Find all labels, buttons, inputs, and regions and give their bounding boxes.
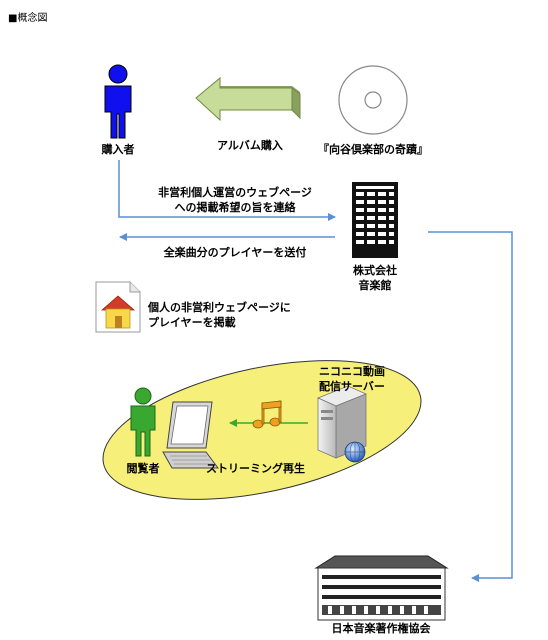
cd-disc-icon: [338, 65, 408, 135]
purchaser-label: 購入者: [101, 143, 135, 156]
purchaser-person-icon: [104, 64, 132, 139]
contact-connector: [118, 160, 336, 221]
streaming-label: ストリーミング再生: [206, 462, 305, 475]
send-player-label: 全楽曲分のプレイヤーを送付: [163, 246, 307, 259]
contact-label-line2: への掲載希望の旨を連絡: [174, 201, 296, 214]
company-label-line2: 音楽館: [358, 279, 392, 292]
personal-page-label-line1: 個人の非営利ウェブページに: [148, 301, 291, 314]
company-label-line1: 株式会社: [353, 264, 397, 277]
document-house-icon: [95, 281, 141, 333]
niconico-label-line1: ニコニコ動画: [319, 365, 385, 378]
globe-icon: [344, 441, 366, 463]
album-purchase-label: アルバム購入: [217, 139, 283, 152]
contact-label-line1: 非営利個人運営のウェブページ: [158, 186, 312, 199]
jasrac-connector: [428, 231, 513, 582]
jasrac-label: 日本音楽著作権協会: [331, 622, 431, 635]
album-title-label: 『向谷倶楽部の奇蹟』: [318, 143, 428, 156]
viewer-label: 閲覧者: [126, 462, 160, 475]
laptop-icon: [162, 401, 219, 469]
diagram-heading: ■概念図: [8, 13, 48, 24]
jasrac-building-icon: [314, 555, 449, 621]
server-icon: [316, 385, 368, 459]
viewer-person-icon: [130, 387, 156, 457]
album-purchase-arrow-icon: [195, 76, 301, 122]
company-building-icon: [352, 182, 398, 258]
music-note-icon: [252, 400, 282, 429]
personal-page-label-line2: プレイヤーを掲載: [148, 316, 236, 329]
niconico-label-line2: 配信サーバー: [319, 380, 385, 393]
